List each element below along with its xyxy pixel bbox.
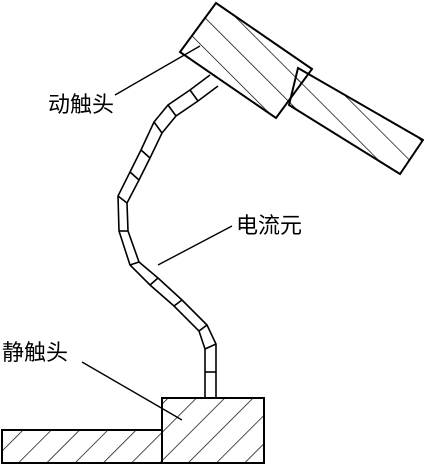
label-static-contact: 静触头: [2, 341, 68, 366]
chain-link: [173, 299, 183, 307]
leader-static-contact: [81, 361, 183, 421]
moving-contact-block: [178, 1, 314, 120]
chain-edge-left: [117, 74, 211, 398]
chain-link: [189, 89, 199, 102]
moving-contact: [178, 1, 424, 176]
chain-edge-right: [126, 85, 219, 398]
label-current-element: 电流元: [236, 214, 302, 239]
chain-link: [198, 324, 208, 332]
chain-link: [140, 149, 151, 159]
chain-link: [153, 121, 163, 134]
moving-contact-arm: [287, 66, 424, 176]
current-element-chain: [117, 74, 219, 398]
chain-link: [167, 104, 177, 117]
chain-link: [129, 261, 140, 266]
leader-lines: [81, 45, 233, 421]
label-moving-contact: 动触头: [48, 93, 114, 118]
chain-link: [129, 171, 140, 181]
static-contact: [1, 397, 265, 464]
chain-link: [117, 195, 128, 204]
static-contact-block: [161, 397, 265, 464]
chain-link: [204, 343, 217, 350]
chain-link: [149, 277, 159, 286]
static-contact-base-bar: [1, 429, 163, 464]
leader-current-element: [157, 225, 233, 266]
leader-moving-contact: [114, 45, 201, 96]
